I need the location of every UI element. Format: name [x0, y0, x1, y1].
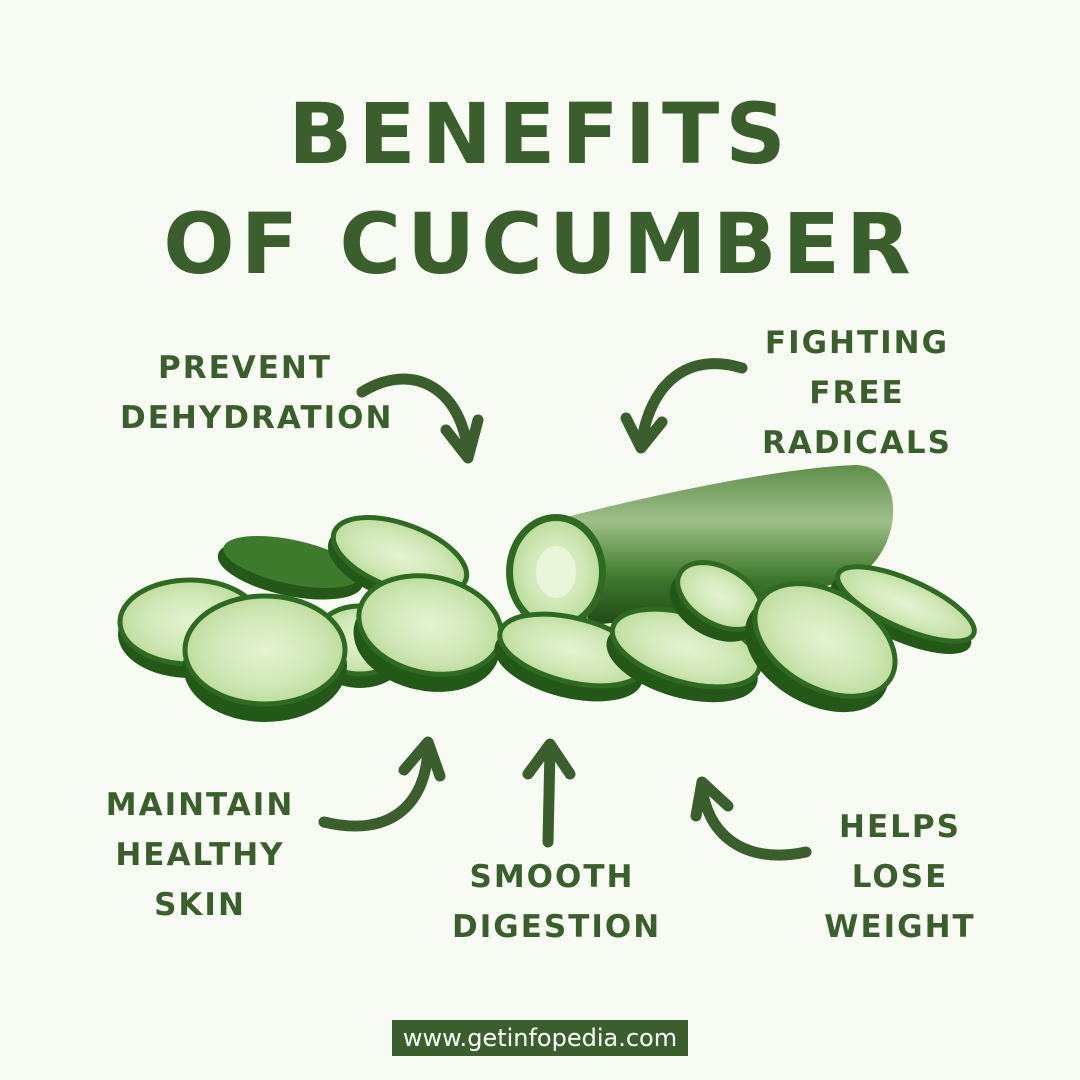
straight-arrow-icon: [522, 738, 576, 780]
benefit-fighting-free-radicals: FIGHTING FREE RADICALS: [762, 325, 952, 461]
website-url[interactable]: www.getinfopedia.com: [392, 1020, 688, 1056]
curved-arrow-icon: [696, 780, 812, 861]
curved-arrow-icon: [318, 742, 434, 832]
curved-arrow-icon: [356, 373, 474, 458]
curved-arrow-icon: [440, 414, 484, 464]
cucumber-slices: [117, 515, 977, 722]
benefit-prevent-dehydration: PREVENT DEHYDRATION: [120, 350, 394, 436]
title-line-2: OF CUCUMBER: [163, 195, 917, 293]
curved-arrow-icon: [398, 736, 446, 782]
curved-arrow-icon: [620, 412, 668, 454]
benefit-helps-lose-weight: HELPS LOSE WEIGHT: [824, 809, 976, 945]
benefit-maintain-healthy-skin: MAINTAIN HEALTHY SKIN: [105, 787, 295, 923]
straight-arrow-icon: [542, 742, 556, 848]
benefit-smooth-digestion: SMOOTH DIGESTION: [452, 859, 662, 945]
title-line-1: BENEFITS: [288, 85, 792, 183]
curved-arrow-icon: [690, 776, 734, 822]
curved-arrow-icon: [635, 358, 748, 452]
